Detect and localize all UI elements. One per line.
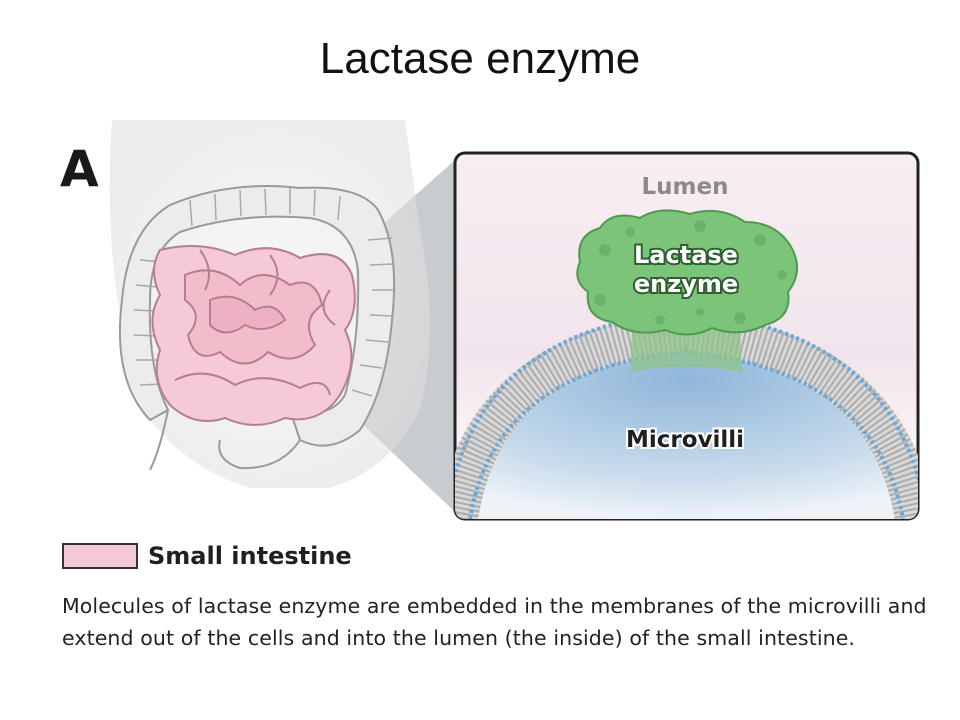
enzyme-anchor xyxy=(630,324,742,372)
legend-swatch-small-intestine xyxy=(62,543,138,569)
enzyme-label-line1: Lactase xyxy=(634,241,738,269)
membrane-outer-heads xyxy=(455,309,918,519)
slide-title: Lactase enzyme xyxy=(319,34,641,83)
small-intestine xyxy=(151,245,356,426)
enzyme-texture xyxy=(594,220,787,325)
microvilli-inset: Lumen Lactase enzyme Microvilli xyxy=(453,151,920,521)
colon-haustra xyxy=(133,188,395,397)
microvilli-label: Microvilli xyxy=(626,427,744,453)
lactase-enzyme xyxy=(576,209,798,336)
figure-caption: Molecules of lactase enzyme are embedded… xyxy=(62,594,927,650)
panel-letter: A xyxy=(60,140,99,198)
enzyme-label-line2: enzyme xyxy=(634,270,738,298)
microvillus-cell xyxy=(455,345,918,519)
lumen-label: Lumen xyxy=(642,174,729,200)
large-intestine xyxy=(119,185,396,471)
legend-label: Small intestine xyxy=(148,542,352,570)
